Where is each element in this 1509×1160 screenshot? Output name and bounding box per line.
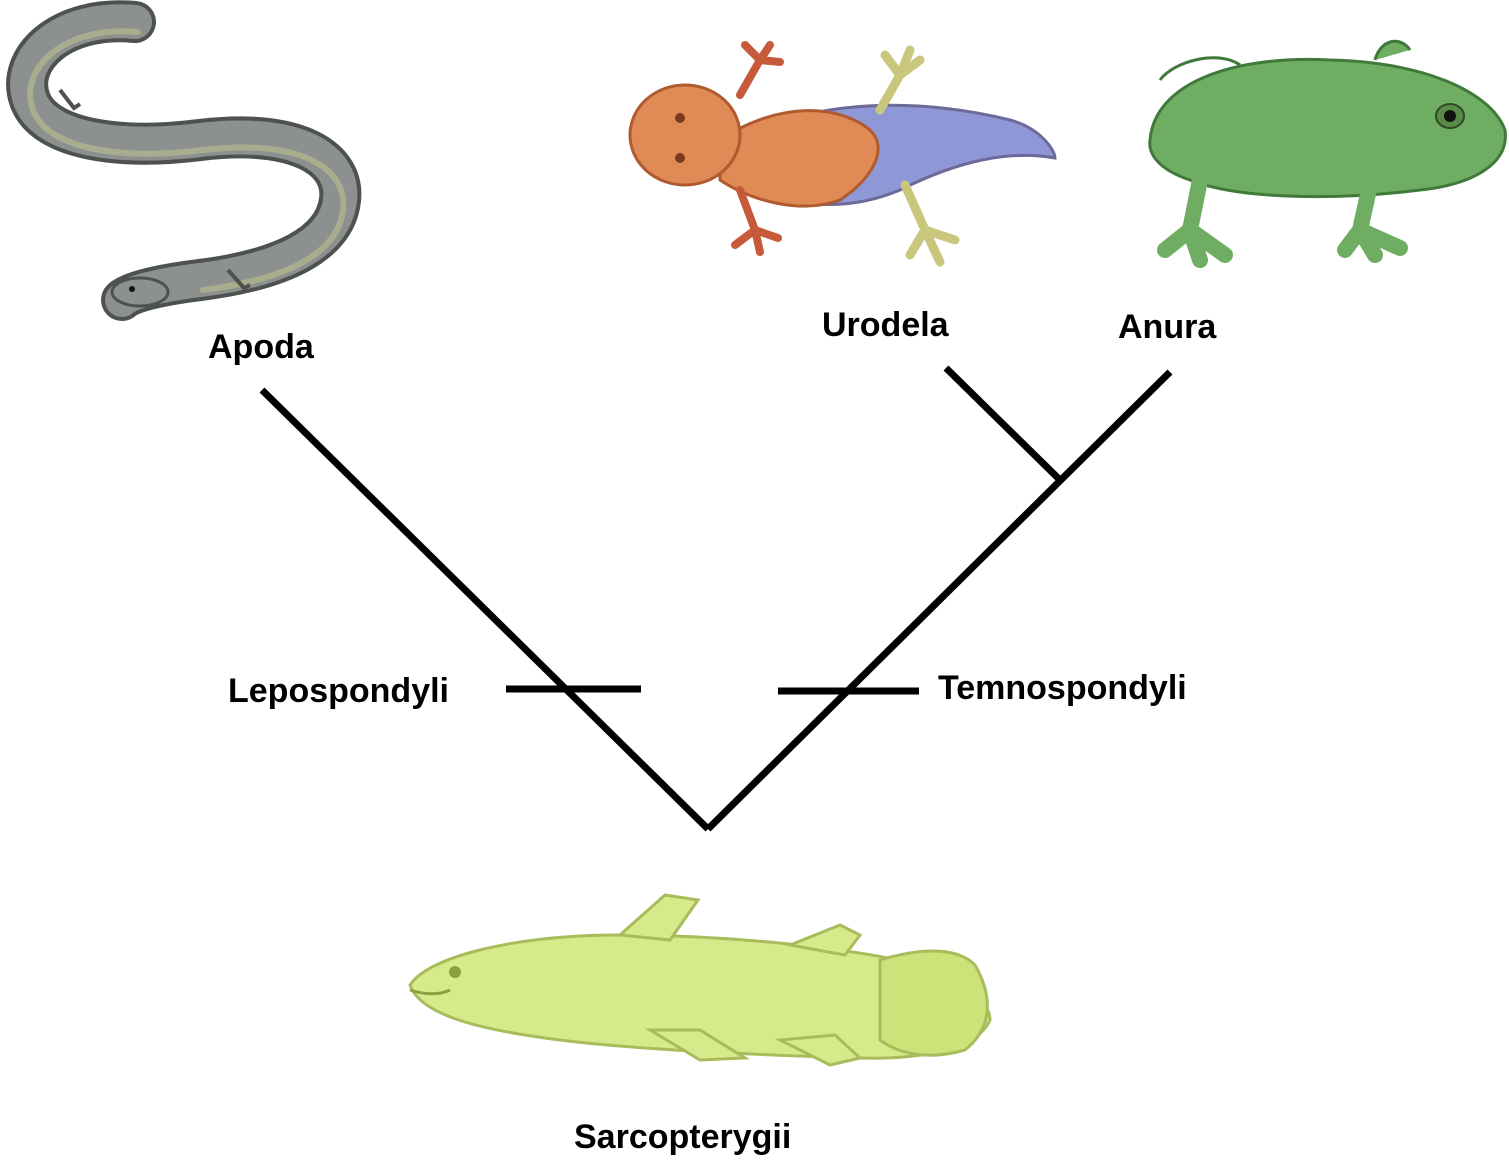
branch-urodela — [946, 368, 1058, 478]
salamander-illustration — [630, 45, 1055, 262]
branch-apoda — [262, 390, 708, 829]
frog-illustration — [1150, 41, 1506, 260]
caecilian-illustration — [27, 21, 343, 306]
taxon-label-anura: Anura — [1118, 310, 1216, 344]
taxon-label-sarcopterygii: Sarcopterygii — [574, 1120, 791, 1154]
coelacanth-illustration — [410, 895, 990, 1065]
taxon-label-urodela: Urodela — [822, 308, 949, 342]
clade-label-lepospondyli: Lepospondyli — [228, 674, 449, 708]
taxon-label-apoda: Apoda — [208, 330, 314, 364]
branch-anura — [708, 372, 1170, 829]
clade-label-temnospondyli: Temnospondyli — [938, 671, 1187, 705]
